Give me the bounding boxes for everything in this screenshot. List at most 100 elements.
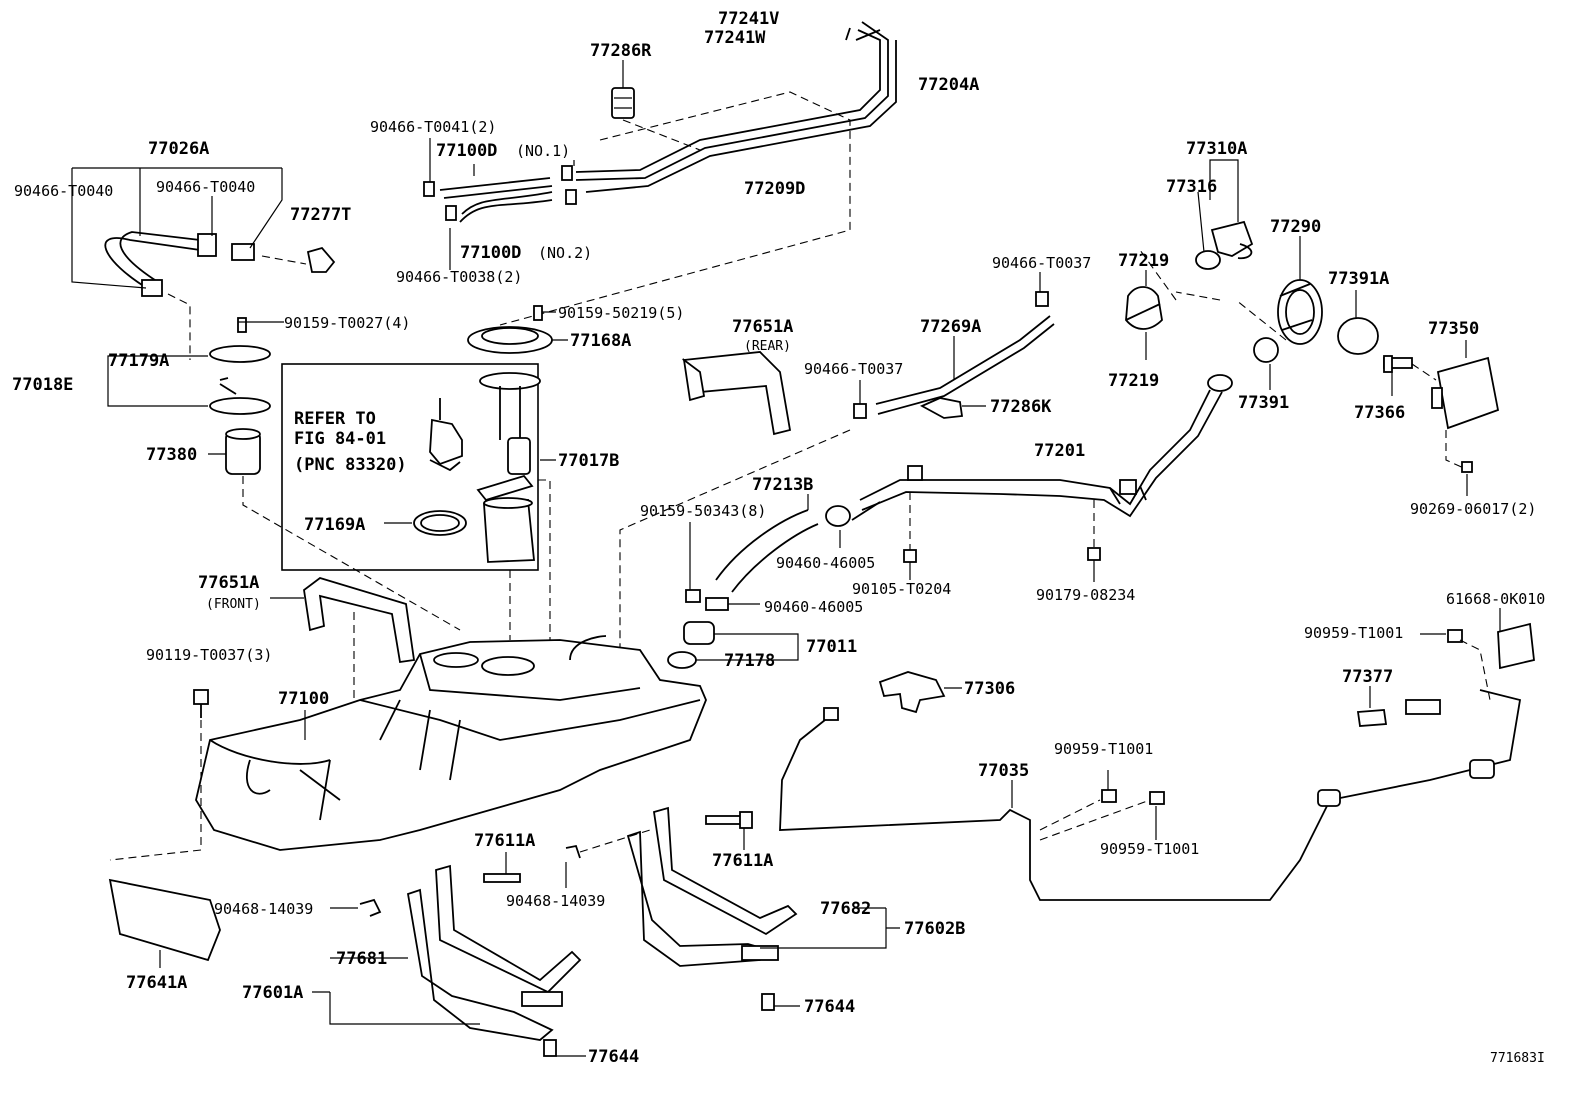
label-77219-b: 77219 [1108,371,1159,391]
label-77306: 77306 [964,679,1015,699]
label-77169a: 77169A [304,515,365,535]
leader-90959 [1011,633,1446,840]
label-77011: 77011 [806,637,857,657]
dash-line-77277t [167,255,307,360]
label-61668-0k010: 61668-0K010 [1446,590,1545,608]
label-90269-06017: 90269-06017(2) [1410,500,1536,518]
label-77391: 77391 [1238,393,1289,413]
label-refer-fig: FIG 84-01 [294,429,386,449]
label-77286r: 77286R [590,41,652,61]
label-77286k: 77286K [990,397,1052,417]
label-77209d: 77209D [744,179,805,199]
label-77316: 77316 [1166,177,1217,197]
label-77035: 77035 [978,761,1029,781]
label-90179-08234: 90179-08234 [1036,586,1135,604]
label-90466-t0040-a: 90466-T0040 [14,182,113,200]
label-77611a-b: 77611A [712,851,773,871]
label-77269a: 77269A [920,317,981,337]
label-77641a: 77641A [126,973,187,993]
label-77017b: 77017B [558,451,619,471]
leader-77269a [859,272,1041,407]
label-77391a: 77391A [1328,269,1389,289]
protector-77641a [108,878,221,962]
label-77026a: 77026A [148,139,209,159]
filler-hose-77213b [715,501,881,593]
leader-77018e [107,321,284,407]
label-90959-t1001-c: 90959-T1001 [1100,840,1199,858]
leader-77644 [556,1005,800,1057]
label-90466-t0037-b: 90466-T0037 [804,360,903,378]
label-77277t: 77277T [290,205,351,225]
dash-line-77380 [242,476,461,631]
label-77682: 77682 [820,899,871,919]
dash-line-pump [509,479,551,670]
label-77290: 77290 [1270,217,1321,237]
label-77681: 77681 [336,949,387,969]
leader-77100d [429,138,575,270]
band-77602b [626,806,798,967]
dash-line-cable-clamps [1039,639,1491,841]
band-77651a-rear [681,351,792,436]
gasket-77391 [1253,337,1279,363]
clamp-77286r [611,87,635,119]
label-90959-t1001-a: 90959-T1001 [1304,624,1403,642]
fuel-pump-77017b [476,372,541,563]
label-77168a: 77168A [570,331,631,351]
band-77601a [406,864,582,1041]
leader-77017b [384,459,556,524]
leader-77168a [542,311,568,341]
fuel-tank-77100 [195,635,707,851]
label-77601a: 77601A [242,983,303,1003]
label-77366: 77366 [1354,403,1405,423]
nut-90179-08234 [1087,547,1101,561]
label-90105-t0204: 90105-T0204 [852,580,951,598]
fuel-lid-77350 [1431,356,1500,430]
leader-77611a [505,828,745,874]
label-90159-50343: 90159-50343(8) [640,502,766,520]
sender-unit-ref-fig [429,398,463,472]
cable-77035 [779,689,1522,901]
fuel-pump-reference-box [281,363,539,571]
fuel-tube-assembly [575,21,897,193]
leader-77310a [1197,159,1239,253]
bolts-77611a [483,811,753,883]
label-77179a: 77179A [108,351,169,371]
label-90159-t0027: 90159-T0027(4) [284,314,410,332]
leader-77213b [807,494,841,548]
label-77100d-no1: 77100D [436,141,497,161]
label-77201: 77201 [1034,441,1085,461]
label-90959-t1001-b: 90959-T1001 [1054,740,1153,758]
label-90460-46005-a: 90460-46005 [776,554,875,572]
leader-90159-50343 [689,522,760,605]
clips-90468-14039 [359,844,581,917]
label-77178: 77178 [724,651,775,671]
hinge-77366 [1383,355,1413,373]
clamp-77286k [919,397,964,419]
bushing-77011 [667,621,715,669]
label-77100: 77100 [278,689,329,709]
fuel-hose-no1 [423,165,577,223]
dash-line-lid [1139,249,1469,471]
label-77644-a: 77644 [588,1047,639,1067]
leader-bands-bottom [312,907,900,1025]
label-90466-t0040-b: 90466-T0040 [156,178,255,196]
clamp-90460-46005 [685,589,729,611]
label-refer-to: REFER TO [294,409,376,429]
leader-filler-bolts [909,560,1095,582]
leader-77290 [1269,236,1357,390]
bolt-90119t0037 [193,689,209,718]
label-90460-46005-b: 90460-46005 [764,598,863,616]
clamps-90959-t1001 [1101,629,1463,805]
label-77100d-no1-note: (NO.1) [516,142,570,160]
filler-pipe-77201 [859,374,1233,518]
label-77241w: 77241W [704,28,766,48]
leader-77011 [696,633,799,661]
gasket-77391a [1337,317,1379,355]
part-number-labels: 77241V 77241W 77286R 77204A 90466-T0041(… [12,9,1545,1067]
sender-gauge-77018e [209,317,271,415]
retainer-77219 [1125,286,1163,330]
label-77100d-no2-note: (NO.2) [538,244,592,262]
label-77100d-no2: 77100D [460,243,521,263]
label-90468-14039-a: 90468-14039 [214,900,313,918]
label-77310a: 77310A [1186,139,1247,159]
